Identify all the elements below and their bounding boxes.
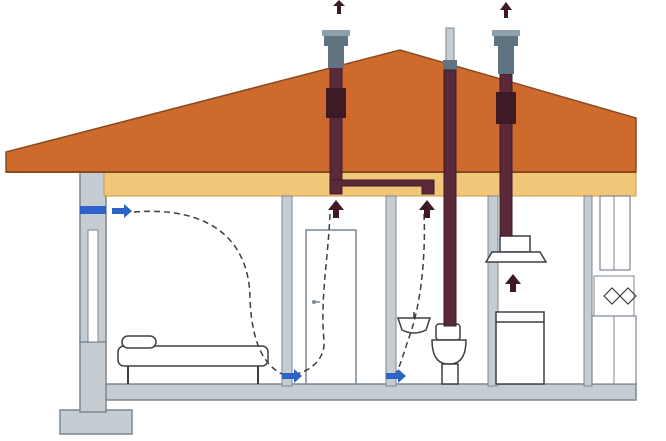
airflow-arrow-icon [112, 204, 406, 383]
vent-cap-icon [322, 30, 350, 68]
airflow-path [133, 210, 426, 375]
roof-icon [5, 49, 637, 173]
sink-icon [396, 312, 432, 334]
toilet-icon [431, 323, 467, 385]
left-exterior-wall [79, 169, 107, 343]
fresh-air-inlet-icon [80, 206, 106, 214]
bed-icon [117, 335, 269, 384]
sewer-vent-pipe-icon [443, 27, 457, 327]
door-icon [305, 229, 357, 385]
exhaust-arrows [328, 0, 521, 292]
stove-icon [495, 311, 545, 385]
kitchen-cabinet-icon [591, 195, 637, 385]
kitchen-exhaust-duct [492, 30, 520, 237]
range-hood-icon [484, 235, 548, 263]
exhaust-duct-icon [326, 65, 435, 195]
interior-walls [281, 195, 593, 387]
